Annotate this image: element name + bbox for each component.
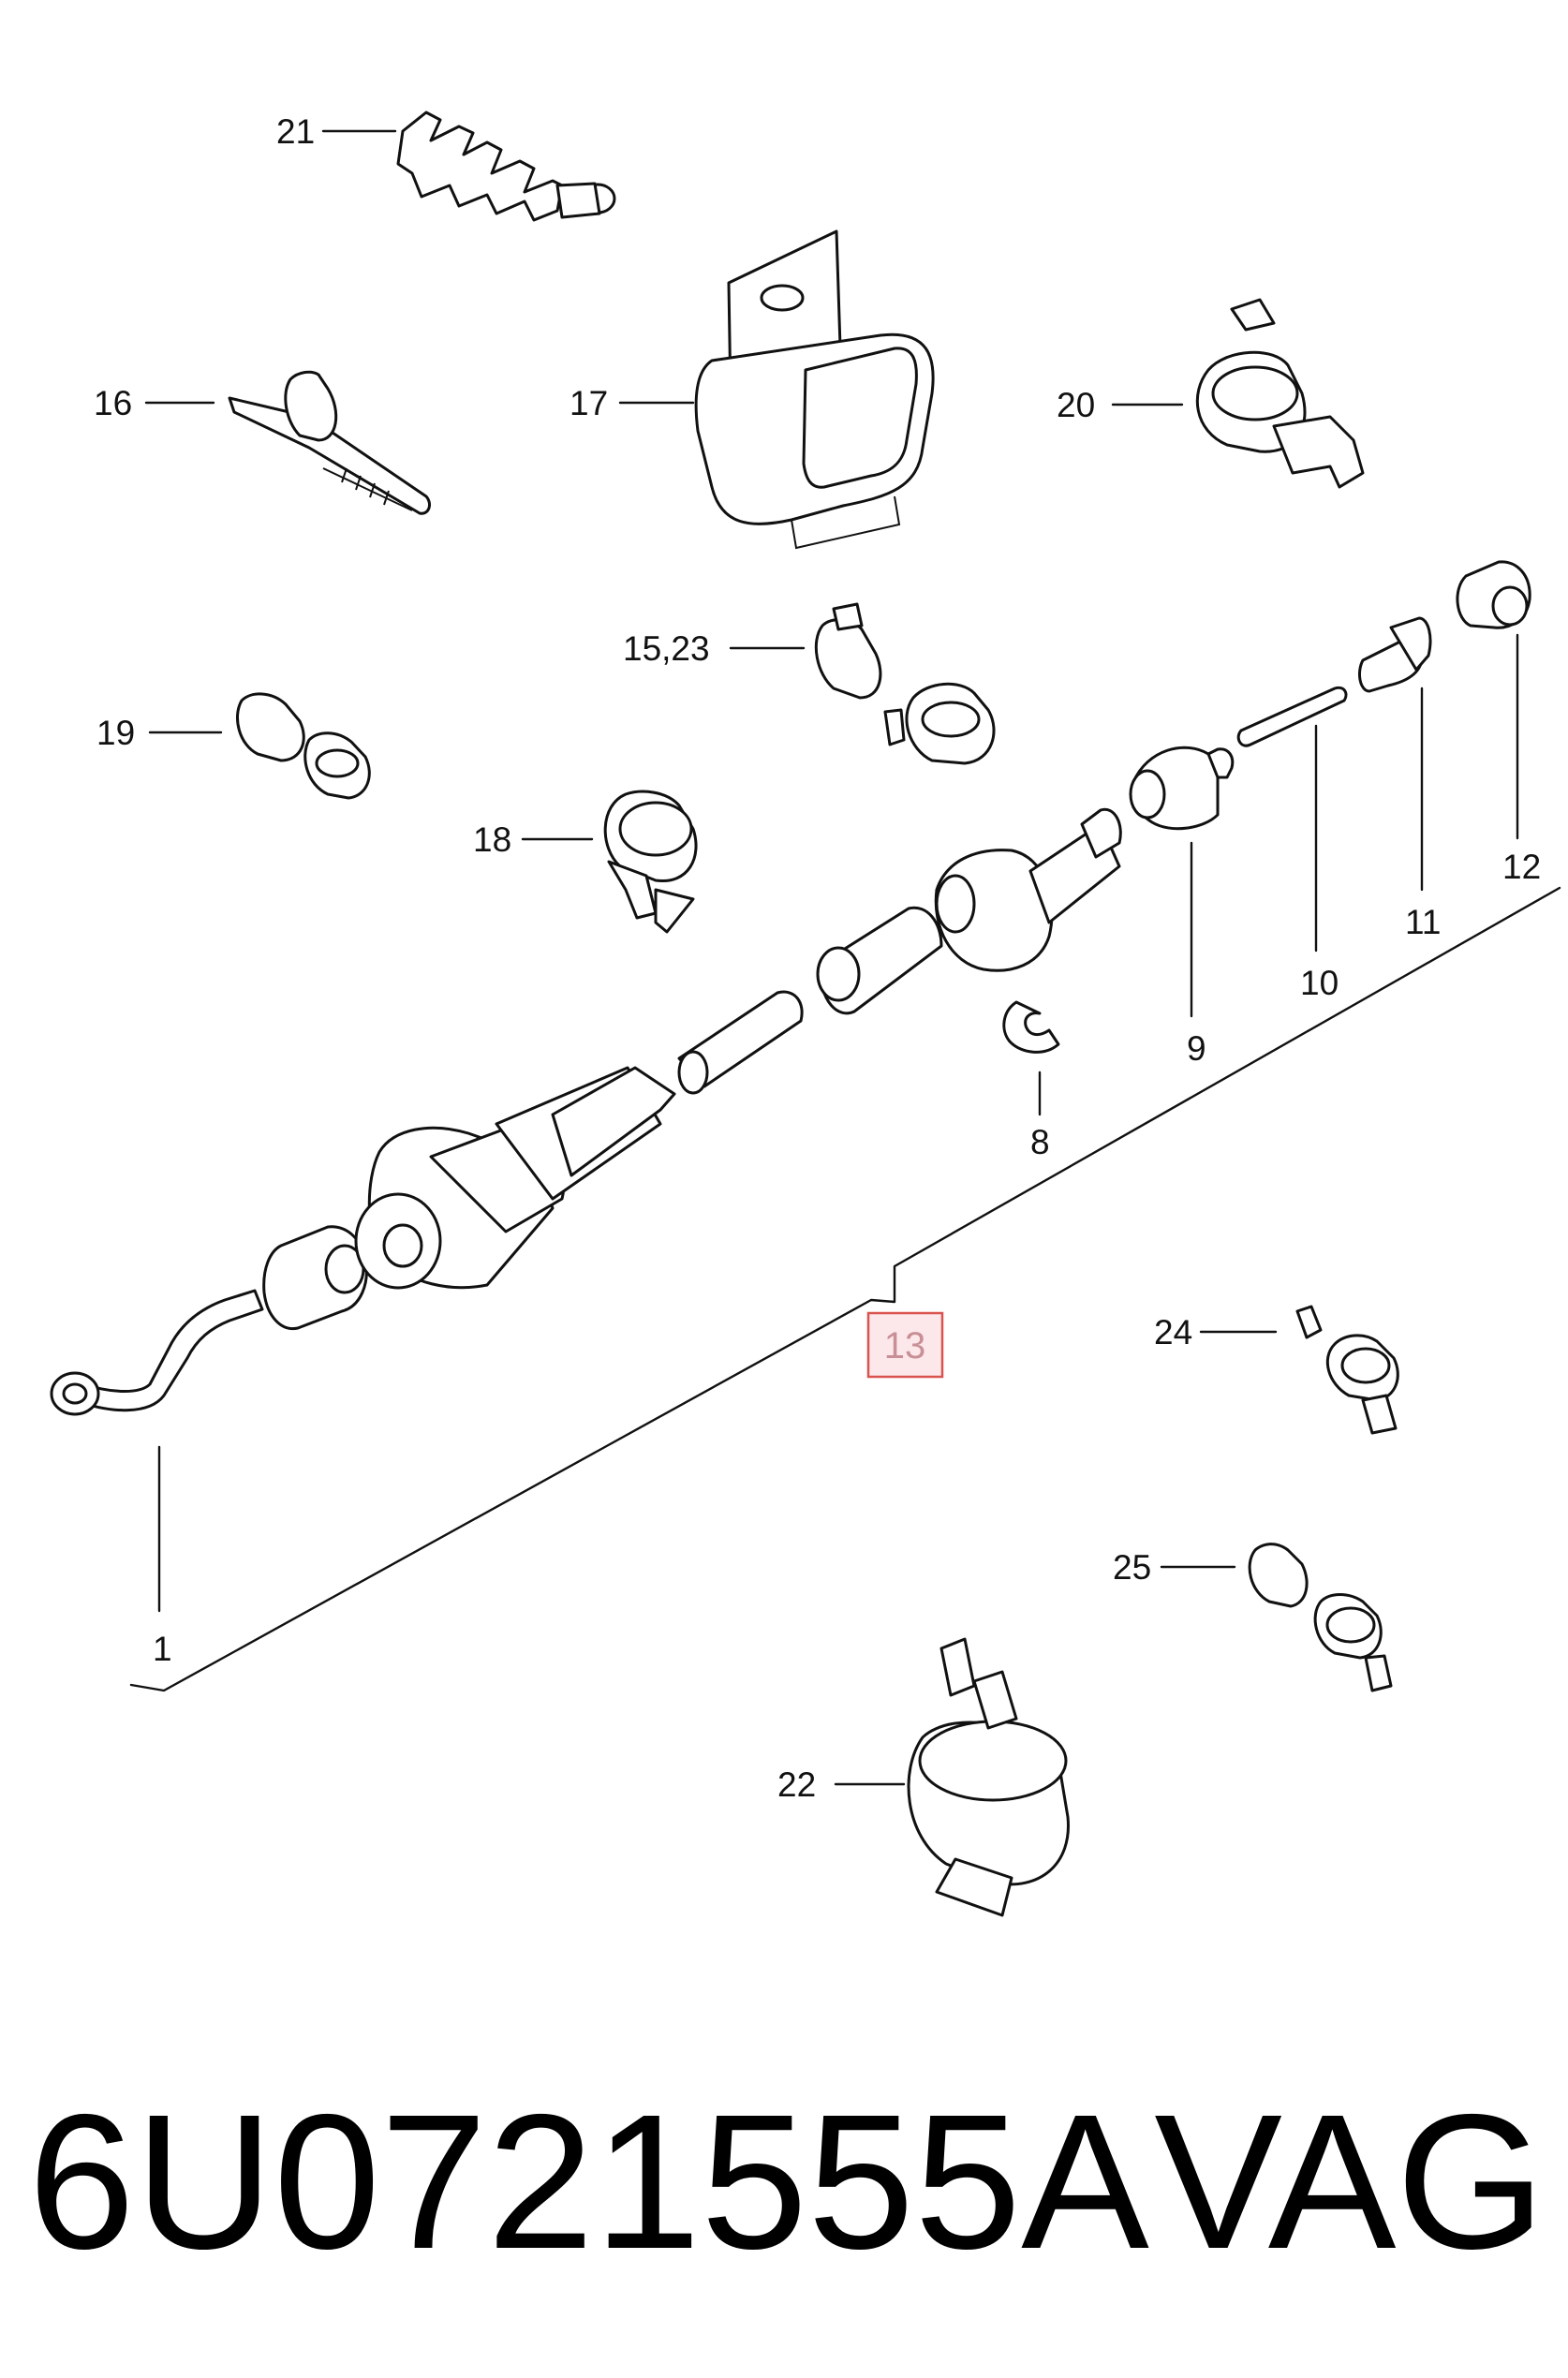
callout-18: 18 — [473, 820, 511, 859]
brand-name: VAG — [1154, 2075, 1546, 2289]
callout-16: 16 — [94, 384, 132, 422]
part-20-hose-clip — [1195, 298, 1365, 489]
callout-21: 21 — [276, 112, 315, 151]
part-17-bracket — [694, 229, 935, 550]
callout-24: 24 — [1154, 1313, 1192, 1351]
callout-13-highlight[interactable]: 13 — [866, 1311, 944, 1379]
part-11-bush — [1358, 616, 1432, 693]
part-22-clip — [907, 1637, 1070, 1917]
part-24-clip — [1295, 1305, 1399, 1435]
part-19-clip — [236, 692, 371, 800]
part-9-boot — [1080, 746, 1235, 859]
callout-17: 17 — [570, 384, 608, 422]
part-1-cable-end — [50, 1289, 264, 1416]
part-21-clip — [396, 111, 616, 222]
callout-9: 9 — [1187, 1029, 1206, 1068]
callout-12: 12 — [1502, 848, 1541, 886]
callout-labels: 21 16 17 20 15,23 19 18 12 11 10 9 8 24 … — [94, 112, 1541, 1804]
callout-20: 20 — [1057, 386, 1095, 424]
part-12-end-cap — [1456, 560, 1531, 629]
leader-lines — [144, 129, 1519, 1786]
callout-8: 8 — [1030, 1123, 1050, 1161]
part-8-circlip — [1002, 1000, 1060, 1054]
callout-13: 13 — [884, 1325, 926, 1366]
part-number: 6U0721555A — [28, 2075, 1149, 2289]
callout-19: 19 — [96, 714, 135, 752]
callout-10: 10 — [1300, 964, 1339, 1002]
callout-25: 25 — [1113, 1548, 1151, 1587]
part-18-clip — [603, 790, 698, 934]
part-16-cable-tie — [228, 370, 431, 515]
cable-sleeve-1 — [551, 990, 804, 1177]
callout-1: 1 — [153, 1630, 172, 1668]
callout-15-23: 15,23 — [623, 629, 710, 668]
part-number-footer: 6U0721555A VAG — [28, 2046, 1546, 2318]
cable-sleeve-2 — [816, 906, 943, 1015]
part-15-23-double-clip — [814, 602, 996, 765]
callout-22: 22 — [777, 1765, 816, 1804]
part-10-pin — [1236, 686, 1348, 747]
cable-bushing — [262, 1225, 368, 1331]
highlight-box — [866, 1311, 944, 1379]
part-25-clip — [1248, 1543, 1393, 1692]
assembly-13-bracket — [129, 886, 1561, 1692]
callout-11: 11 — [1405, 903, 1441, 941]
